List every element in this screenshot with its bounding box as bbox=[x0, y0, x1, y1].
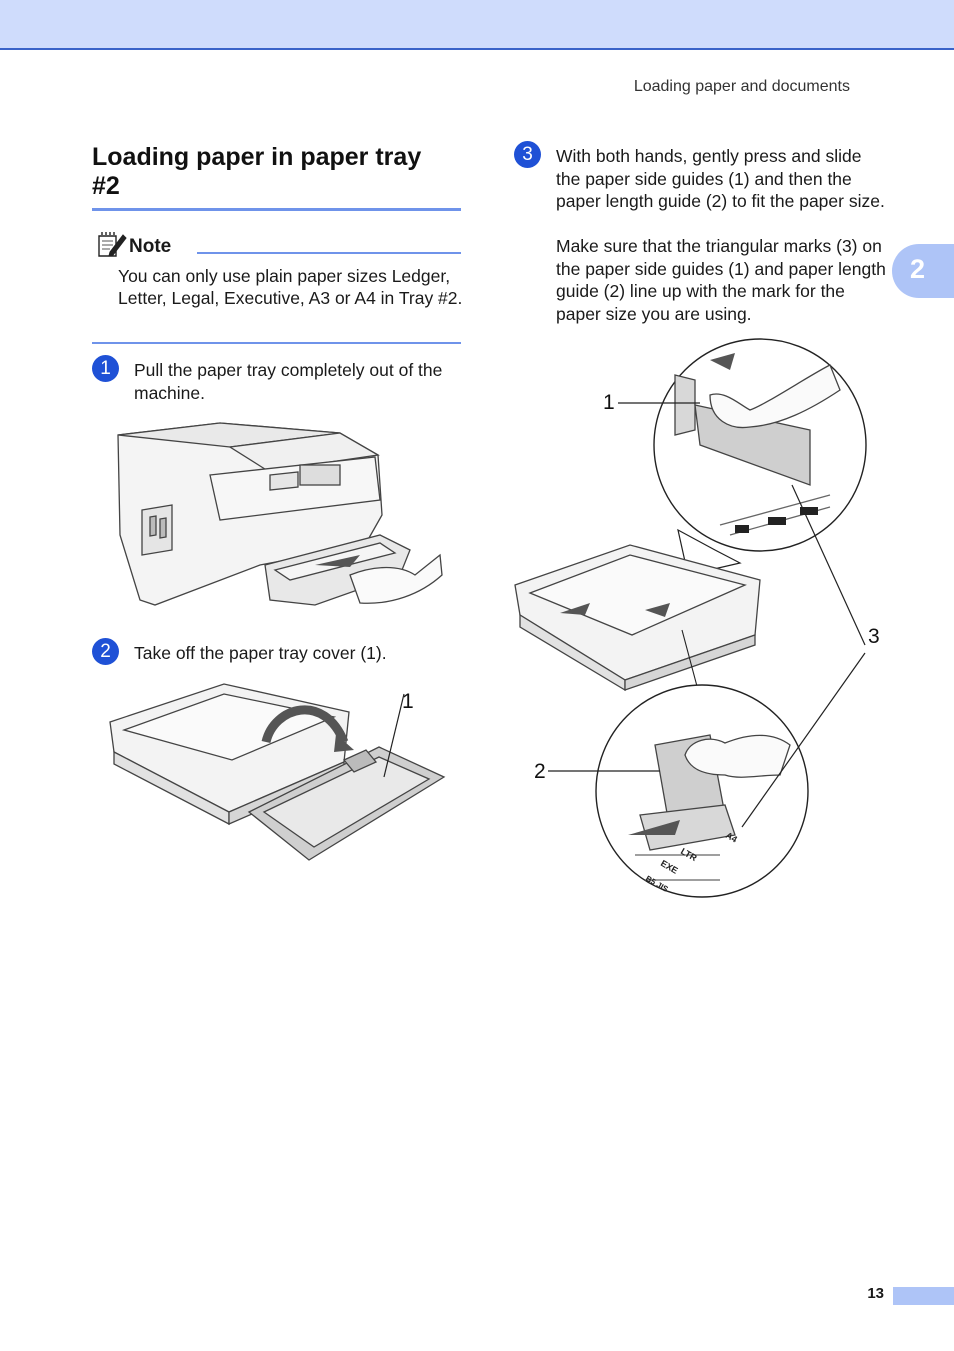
printer-tray-pull-figure bbox=[117, 422, 443, 606]
header-bar bbox=[0, 0, 954, 50]
step-3-text-2: Make sure that the triangular marks (3) … bbox=[556, 236, 886, 324]
note-bottom-rule bbox=[92, 342, 461, 344]
step-3-badge: 3 bbox=[514, 141, 541, 168]
chapter-tab: 2 bbox=[892, 244, 954, 298]
step-1-text: Pull the paper tray completely out of th… bbox=[134, 360, 443, 403]
step-1-badge: 1 bbox=[92, 355, 119, 382]
guides-callout-1: 1 bbox=[603, 391, 615, 414]
cover-callout-1: 1 bbox=[402, 690, 414, 713]
guides-callout-3: 3 bbox=[868, 625, 880, 648]
paper-guides-figure: LTR EXE A4 B5 JIS bbox=[514, 338, 867, 898]
note-pencil-icon bbox=[98, 232, 127, 257]
note-label: Note bbox=[129, 236, 172, 257]
section-title: Loading paper in paper tray #2 bbox=[92, 143, 422, 200]
step-2-text: Take off the paper tray cover (1). bbox=[134, 643, 387, 663]
guides-callout-2: 2 bbox=[534, 760, 546, 783]
step-2-number: 2 bbox=[100, 641, 111, 662]
tray-cover-figure bbox=[109, 683, 446, 861]
step-3-text: With both hands, gently press and slide … bbox=[556, 146, 885, 211]
step-2-badge: 2 bbox=[92, 638, 119, 665]
chapter-number: 2 bbox=[910, 254, 926, 284]
tray-mark-a4: A4 bbox=[724, 830, 739, 844]
running-header: Loading paper and documents bbox=[633, 78, 850, 95]
step-1-number: 1 bbox=[100, 358, 111, 379]
page-number: 13 bbox=[867, 1285, 884, 1302]
title-rule bbox=[92, 208, 461, 211]
note-rule bbox=[197, 252, 461, 254]
step-3-number: 3 bbox=[522, 144, 533, 165]
note-text: You can only use plain paper sizes Ledge… bbox=[118, 266, 463, 308]
page-tab bbox=[893, 1287, 954, 1305]
